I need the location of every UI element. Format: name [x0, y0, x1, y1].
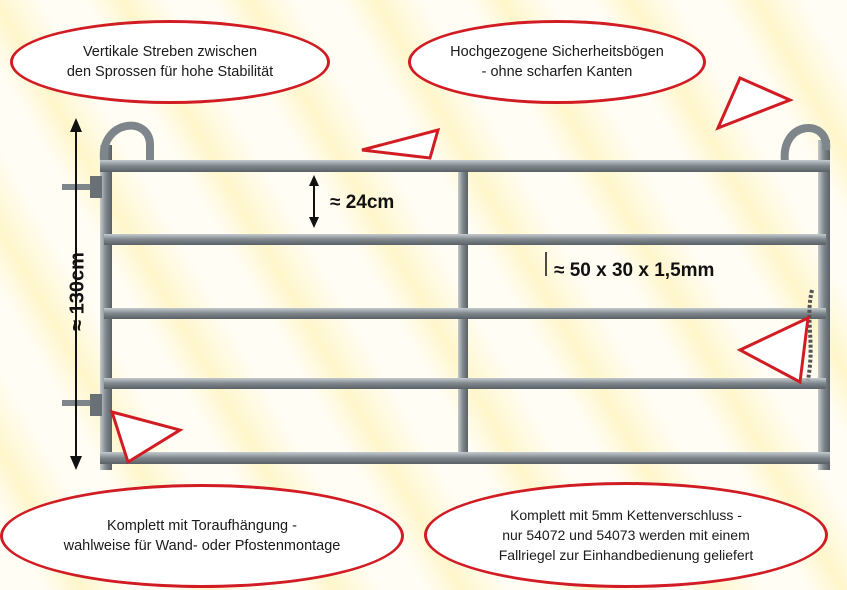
rail-2: [104, 234, 826, 245]
callout-chain-lock: Komplett mit 5mm Kettenverschluss - nur …: [424, 482, 828, 588]
tube-size-label: ≈ 50 x 30 x 1,5mm: [554, 260, 715, 281]
pointer-top-left: [361, 127, 441, 160]
chain: [806, 289, 814, 381]
pointer-bottom-left: [109, 409, 184, 465]
rail-1: [100, 160, 830, 172]
pointer-bottom-right: [736, 315, 810, 385]
rail-5: [100, 452, 830, 464]
rail-4: [104, 378, 826, 389]
callout-vertical-struts: Vertikale Streben zwischen den Sprossen …: [10, 20, 330, 104]
left-safety-bow: [99, 121, 154, 162]
bottom-hinge: [62, 400, 102, 406]
callout-safety-bows: Hochgezogene Sicherheitsbögen - ohne sch…: [408, 20, 706, 104]
right-post: [818, 140, 830, 470]
spacing-label: ≈ 24cm: [330, 192, 395, 213]
pointer-top-right: [715, 76, 794, 131]
right-safety-bow: [780, 124, 831, 163]
height-label: ≈ 130cm: [66, 252, 89, 331]
rail-3: [104, 308, 826, 319]
top-hinge: [62, 184, 102, 190]
callout-gate-hanging: Komplett mit Toraufhängung - wahlweise f…: [0, 484, 404, 588]
